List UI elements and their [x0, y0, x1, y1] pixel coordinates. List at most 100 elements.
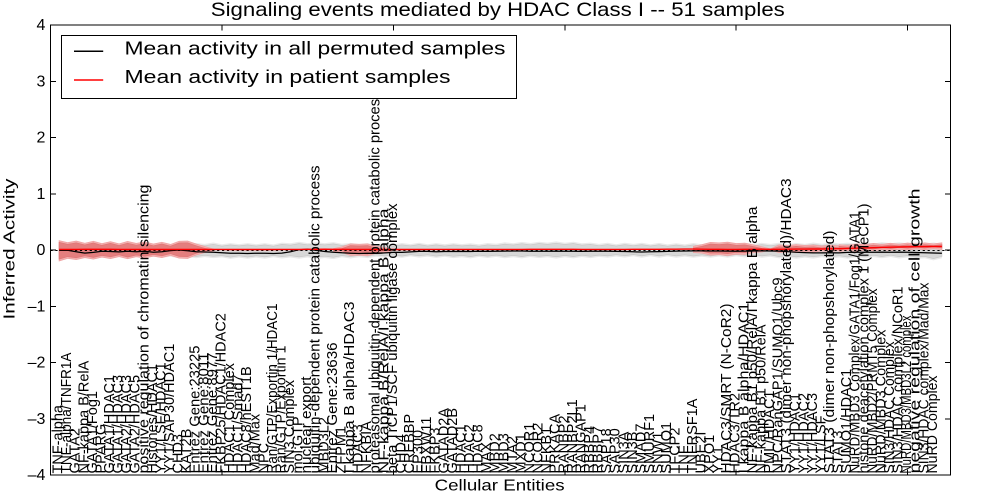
svg-text:TNFRSF1A: TNFRSF1A — [685, 398, 701, 473]
svg-text:Entrez Gene:8011: Entrez Gene:8011 — [196, 353, 212, 474]
svg-text:GATA2: GATA2 — [68, 428, 84, 473]
svg-text:FKBP3: FKBP3 — [428, 428, 444, 474]
svg-text:NPC/RanGAP1/SUMO1/Ubc9: NPC/RanGAP1/SUMO1/Ubc9 — [771, 278, 787, 474]
svg-text:NPC: NPC — [256, 443, 272, 474]
svg-text:NuRD Complex: NuRD Complex — [925, 375, 941, 474]
svg-text:SMURF1: SMURF1 — [642, 414, 658, 474]
svg-text:HDAC3/TR2: HDAC3/TR2 — [728, 393, 744, 474]
svg-text:EP300: EP300 — [411, 430, 427, 474]
svg-text:CREBBP: CREBBP — [402, 414, 418, 474]
svg-text:Inferred Activity: Inferred Activity — [1, 178, 18, 319]
svg-text:NFKB1: NFKB1 — [539, 427, 555, 474]
svg-text:GATA1/HDAC1: GATA1/HDAC1 — [102, 375, 118, 474]
svg-text:HDAC3: HDAC3 — [351, 424, 367, 473]
svg-text:NuRD/MBD3 Complex/GATA1/Fog1/G: NuRD/MBD3 Complex/GATA1/Fog1/GATA1 — [848, 212, 864, 474]
svg-text:YY1/SAP30/HDAC1: YY1/SAP30/HDAC1 — [162, 344, 178, 474]
svg-text:negative regulation of cell gr: negative regulation of cell growth — [908, 189, 924, 474]
svg-text:HDAC1: HDAC1 — [453, 424, 469, 473]
svg-text:–4: –4 — [28, 467, 46, 484]
svg-text:SAP30: SAP30 — [608, 428, 624, 473]
svg-text:mol:GTP: mol:GTP — [291, 416, 307, 473]
svg-text:NuRD/MBD3/MBD3L2 complex: NuRD/MBD3/MBD3L2 complex — [899, 315, 915, 474]
svg-text:SIN3/HDAC complex/Mad/Max: SIN3/HDAC complex/Mad/Max — [916, 282, 932, 474]
svg-text:UBE2I: UBE2I — [693, 432, 709, 474]
svg-text:GATA1/Fog1: GATA1/Fog1 — [85, 391, 101, 473]
svg-text:Entrez Gene:8977: Entrez Gene:8977 — [205, 353, 221, 474]
svg-text:YY1/LSF/HDAC1: YY1/LSF/HDAC1 — [153, 362, 169, 473]
svg-text:MBD3L2: MBD3L2 — [316, 417, 332, 473]
svg-text:NuRD/MBD2/PRMT5 Complex: NuRD/MBD2/PRMT5 Complex — [865, 288, 881, 474]
svg-text:TNF-alpha: TNF-alpha — [51, 404, 67, 473]
svg-text:STAT3 (dimer non-phopshorylate: STAT3 (dimer non-phopshorylated) — [822, 231, 838, 474]
svg-text:HDAC2: HDAC2 — [462, 424, 478, 473]
svg-text:MTA2: MTA2 — [505, 436, 521, 474]
svg-text:0: 0 — [36, 242, 45, 259]
svg-text:NCOR1: NCOR1 — [522, 423, 538, 474]
svg-text:PPARG: PPARG — [93, 424, 109, 474]
svg-text:GATA2/HDAC3: GATA2/HDAC3 — [119, 375, 135, 474]
svg-text:ubiquitin-dependent protein ca: ubiquitin-dependent protein catabolic pr… — [308, 166, 324, 474]
svg-text:GATA1/HDAC3: GATA1/HDAC3 — [111, 375, 127, 474]
svg-text:GATAD2A: GATAD2A — [436, 408, 452, 474]
svg-text:SIN3/HDAC complex/NCoR1: SIN3/HDAC complex/NCoR1 — [891, 287, 907, 474]
svg-text:4: 4 — [36, 17, 45, 34]
svg-text:SNW1: SNW1 — [651, 432, 667, 474]
svg-text:Mean activity in patient sampl: Mean activity in patient samples — [125, 67, 451, 87]
svg-text:SIN3 Complex: SIN3 Complex — [282, 379, 298, 473]
svg-text:CHD4: CHD4 — [393, 434, 409, 473]
svg-text:CHD3: CHD3 — [171, 434, 187, 473]
svg-text:Histones/HDAC1: Histones/HDAC1 — [145, 364, 161, 474]
svg-text:HDAC8: HDAC8 — [471, 424, 487, 473]
svg-text:Entrez Gene:23636: Entrez Gene:23636 — [325, 343, 341, 474]
svg-text:beta TrCP1/SCF ubiquitin ligas: beta TrCP1/SCF ubiquitin ligase complex — [385, 203, 401, 474]
svg-text:I kappa B alpha/HDAC3: I kappa B alpha/HDAC3 — [342, 302, 358, 474]
svg-text:STAT3 (dimer non-phopshorylate: STAT3 (dimer non-phopshorylated)/HDAC3 — [779, 179, 795, 474]
svg-text:NFKBIA: NFKBIA — [359, 421, 375, 474]
svg-text:3: 3 — [36, 73, 45, 90]
svg-text:YY1/HDAC2: YY1/HDAC2 — [796, 393, 812, 474]
svg-text:NCOR2: NCOR2 — [531, 423, 547, 474]
svg-text:SUMO1: SUMO1 — [659, 422, 675, 474]
svg-text:–2: –2 — [28, 355, 46, 372]
svg-text:FBXW11: FBXW11 — [419, 417, 435, 474]
svg-text:RANGAP1: RANGAP1 — [573, 404, 589, 473]
svg-text:Ran/GTP/Exportin 1/HDAC1: Ran/GTP/Exportin 1/HDAC1 — [265, 304, 281, 474]
svg-text:MAX: MAX — [479, 442, 495, 474]
svg-text:PRKACA: PRKACA — [548, 414, 564, 474]
svg-text:GATAD2B: GATAD2B — [445, 408, 461, 474]
svg-text:NF-kappa B1 p50/RelA/I kappa B: NF-kappa B1 p50/RelA/I kappa B alpha — [745, 206, 761, 474]
svg-text:RBBP7: RBBP7 — [591, 426, 607, 474]
svg-text:YY1/LSF: YY1/LSF — [813, 415, 829, 473]
svg-text:2: 2 — [36, 130, 45, 147]
svg-text:proteasomal ubiquitin-dependen: proteasomal ubiquitin-dependent protein … — [368, 92, 384, 474]
svg-text:NF-kappa B1 p50/RelA: NF-kappa B1 p50/RelA — [753, 324, 769, 473]
svg-text:NF-kappa B/RelA: NF-kappa B/RelA — [76, 360, 92, 473]
svg-text:RANBP2: RANBP2 — [556, 415, 572, 473]
svg-text:MXD1: MXD1 — [513, 433, 529, 473]
svg-text:YY1/HDAC3: YY1/HDAC3 — [805, 393, 821, 474]
svg-text:I kappa B alpha/HDAC1: I kappa B alpha/HDAC1 — [736, 303, 752, 474]
svg-text:MBD3: MBD3 — [496, 433, 512, 473]
svg-text:Mean activity in all permuted: Mean activity in all permuted samples — [125, 39, 506, 59]
svg-text:PML/HDAC1: PML/HDAC1 — [762, 391, 778, 474]
svg-text:GATA2/HDAC5: GATA2/HDAC5 — [128, 375, 144, 474]
svg-text:TFCP2: TFCP2 — [668, 428, 684, 474]
svg-text:nuclear export: nuclear export — [299, 377, 315, 474]
svg-text:HDAC8/hEST1B: HDAC8/hEST1B — [239, 366, 255, 473]
svg-text:HDAC1/Smad7: HDAC1/Smad7 — [231, 374, 247, 473]
svg-text:SIN3A: SIN3A — [616, 431, 632, 473]
svg-text:SMAD7: SMAD7 — [633, 424, 649, 474]
svg-text:Ran/GTP/Exportin 1: Ran/GTP/Exportin 1 — [273, 346, 289, 474]
svg-text:STAT3: STAT3 — [831, 431, 847, 474]
svg-text:SUMO1/HDAC1: SUMO1/HDAC1 — [839, 369, 855, 474]
svg-text:HDAC3/SMRT (N-CoR2): HDAC3/SMRT (N-CoR2) — [719, 304, 735, 474]
svg-text:–3: –3 — [28, 411, 46, 428]
svg-text:TNF-alpha/TNFR1A: TNF-alpha/TNFR1A — [59, 352, 75, 473]
svg-text:YY1/HDAC1: YY1/HDAC1 — [788, 393, 804, 474]
svg-text:Cellular Entities: Cellular Entities — [435, 478, 565, 495]
svg-text:XPO1: XPO1 — [702, 435, 718, 474]
svg-text:Mad/Max: Mad/Max — [248, 413, 264, 473]
svg-text:TNF: TNF — [676, 445, 692, 473]
svg-text:RBBP4: RBBP4 — [582, 426, 598, 474]
svg-text:–1: –1 — [28, 298, 46, 315]
